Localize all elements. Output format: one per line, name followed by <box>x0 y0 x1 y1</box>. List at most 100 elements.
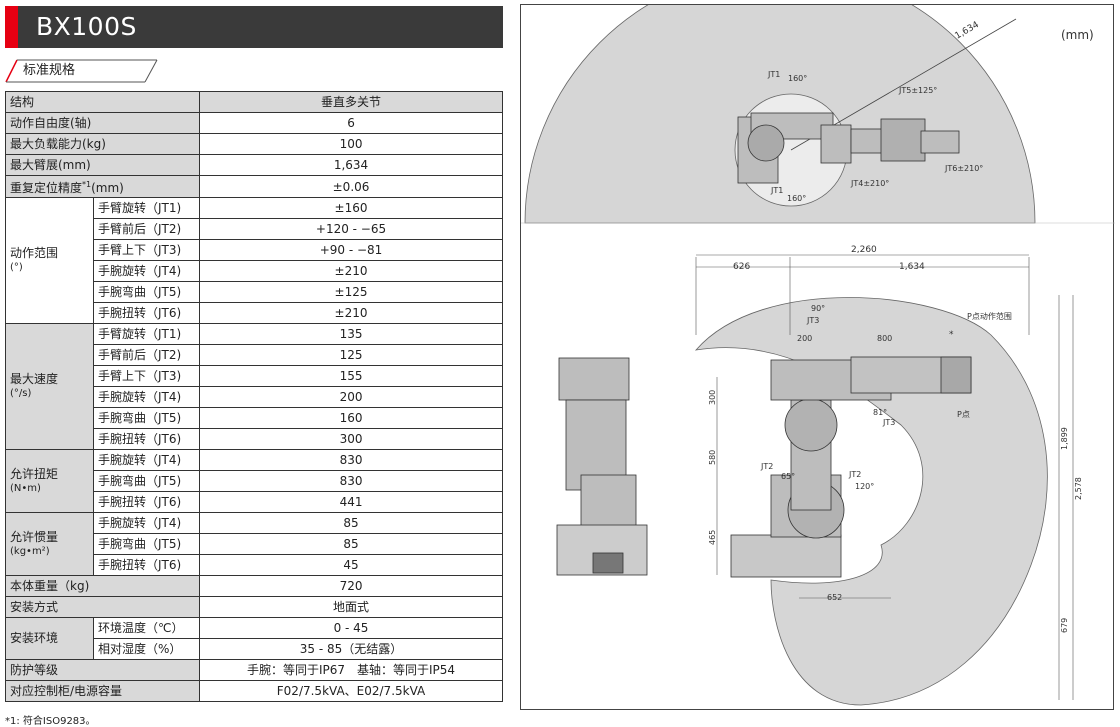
spec-label: 最大负载能力(kg) <box>4 133 201 155</box>
table-row: 本体重量（kg)720 <box>4 575 504 597</box>
dim-679-label: 679 <box>1060 618 1069 633</box>
environment-group-label: 安装环境 <box>5 617 94 660</box>
table-row: 动作范围(°)手臂旋转（JT1)±160 <box>5 197 504 324</box>
section-title: 标准规格 <box>23 63 76 78</box>
table-row: 手腕弯曲（JT5)85 <box>6 533 504 555</box>
jt5-label: JT5±125° <box>898 86 937 95</box>
allowable-inertia-row-value: 45 <box>199 554 504 576</box>
model-title-bar: BX100S <box>5 6 503 48</box>
side-view-reach-area <box>694 297 1048 706</box>
table-row: 手腕弯曲（JT5)±125 <box>6 281 504 303</box>
allowable-inertia-row-label: 手腕旋转（JT4) <box>92 512 201 534</box>
table-row: 最大负载能力(kg)100 <box>4 133 504 155</box>
allowable-torque-row-label: 手腕旋转（JT4) <box>92 449 201 471</box>
jt1-top-angle: 160° <box>788 74 807 83</box>
table-row: 相对湿度（%）35 - 85（无结露） <box>6 638 504 660</box>
allowable-inertia-title: 允许惯量 <box>10 529 59 544</box>
motion-range-row-value: +120 - −65 <box>199 218 504 240</box>
footnote: *1: 符合ISO9283。 <box>5 716 96 727</box>
table-row: 防护等级手腕：等同于IP67 基轴：等同于IP54 <box>4 659 504 681</box>
table-row: 手臂上下（JT3)155 <box>6 365 504 387</box>
environment-title: 安装环境 <box>10 631 59 645</box>
allowable-inertia-unit: (kg•m²) <box>10 545 50 557</box>
allowable-torque-group-label: 允许扭矩(N•m) <box>5 449 94 513</box>
side-view-robot <box>730 356 972 578</box>
section-tab: 标准规格 <box>5 58 503 84</box>
allowable-torque-unit: (N•m) <box>10 482 41 494</box>
table-row: 结构垂直多关节 <box>4 91 504 113</box>
dim-465-label: 465 <box>708 530 717 545</box>
max-speed-title: 最大速度 <box>10 372 59 386</box>
table-row: 最大速度(°/s)手臂旋转（JT1)135 <box>5 323 504 450</box>
dim-200-label: 200 <box>797 334 812 343</box>
drawing-unit: (mm) <box>1061 28 1094 42</box>
jt1-bottom-label: JT1 <box>770 186 783 195</box>
protection-class-value: 手腕：等同于IP67 基轴：等同于IP54 <box>199 659 504 681</box>
jt1-bottom-angle: 160° <box>787 194 806 203</box>
table-row: 最大臂展(mm)1,634 <box>4 154 504 176</box>
max-speed-row-label: 手腕旋转（JT4) <box>92 386 201 408</box>
section-tab-frame <box>5 59 158 83</box>
max-speed-row-value: 300 <box>199 428 504 450</box>
motion-range-row-label: 手臂上下（JT3) <box>92 239 201 261</box>
dim-800-label: 800 <box>877 334 892 343</box>
structure-value: 垂直多关节 <box>199 91 504 113</box>
allowable-torque-row-value: 441 <box>199 491 504 513</box>
motion-range-row-value: ±210 <box>199 260 504 282</box>
dimension-drawing: (mm) 1,634 JT1 160° JT5±125° JT4±210° JT… <box>520 4 1115 710</box>
environment-row-value: 0 - 45 <box>199 617 504 639</box>
table-row: 手臂前后（JT2)+120 - −65 <box>6 218 504 240</box>
dim-652-label: 652 <box>827 593 842 602</box>
repeatability-label-text: 重复定位精度 <box>10 181 83 195</box>
top-view-robot <box>737 112 960 184</box>
max-speed-row-value: 155 <box>199 365 504 387</box>
table-row: 重复定位精度*1(mm)±0.06 <box>4 175 504 198</box>
jt3-label-up: JT3 <box>806 316 819 325</box>
structure-label: 结构 <box>4 91 201 113</box>
table-row: 手腕扭转（JT6)45 <box>6 554 504 576</box>
jt3-angle-down: 81° <box>873 408 887 417</box>
table-row: 安装方式地面式 <box>4 596 504 618</box>
motion-range-row-value: +90 - −81 <box>199 239 504 261</box>
motion-range-row-value: ±125 <box>199 281 504 303</box>
motion-range-row-value: ±160 <box>199 197 504 219</box>
jt1-top-label: JT1 <box>767 70 780 79</box>
spec-label: 动作自由度(轴) <box>4 112 201 134</box>
mounting-type-label: 安装方式 <box>4 596 201 618</box>
max-speed-row-label: 手臂前后（JT2) <box>92 344 201 366</box>
motion-range-unit: (°) <box>10 262 23 273</box>
drawing-canvas: (mm) 1,634 JT1 160° JT5±125° JT4±210° JT… <box>521 5 1115 706</box>
max-speed-unit: (°/s) <box>10 388 32 399</box>
environment-row-value: 35 - 85（无结露） <box>199 638 504 660</box>
mounting-type-value: 地面式 <box>199 596 504 618</box>
model-title: BX100S <box>36 12 137 41</box>
motion-range-row-label: 手腕扭转（JT6) <box>92 302 201 324</box>
repeatability-value: ±0.06 <box>199 175 504 198</box>
protection-class-label: 防护等级 <box>4 659 201 681</box>
spec-label: 最大臂展(mm) <box>4 154 201 176</box>
jt2-left-angle: 65° <box>781 472 795 481</box>
max-speed-row-label: 手臂上下（JT3) <box>92 365 201 387</box>
jt3-angle-up: 90° <box>811 304 825 313</box>
motion-range-group-label: 动作范围(°) <box>5 197 94 324</box>
dim-300-label: 300 <box>708 390 717 405</box>
allowable-inertia-row-value: 85 <box>199 533 504 555</box>
max-speed-row-value: 200 <box>199 386 504 408</box>
max-speed-row-value: 125 <box>199 344 504 366</box>
dim-1899-label: 1,899 <box>1060 427 1069 450</box>
jt2-right-angle: 120° <box>855 482 874 491</box>
motion-range-row-label: 手臂旋转（JT1) <box>92 197 201 219</box>
environment-row-label: 环境温度（℃） <box>92 617 201 639</box>
jt3-label-down: JT3 <box>882 418 895 427</box>
table-row: 手腕旋转（JT4)±210 <box>6 260 504 282</box>
dim-rear-label: 626 <box>733 262 750 272</box>
motion-range-row-value: ±210 <box>199 302 504 324</box>
body-weight-value: 720 <box>199 575 504 597</box>
jt6-label: JT6±210° <box>944 164 983 173</box>
dim-reach-label: 1,634 <box>899 262 925 272</box>
allowable-inertia-row-label: 手腕扭转（JT6) <box>92 554 201 576</box>
max-speed-row-value: 160 <box>199 407 504 429</box>
p-point-label: P点 <box>957 410 970 419</box>
controller-power-label: 对应控制柜/电源容量 <box>4 680 201 702</box>
